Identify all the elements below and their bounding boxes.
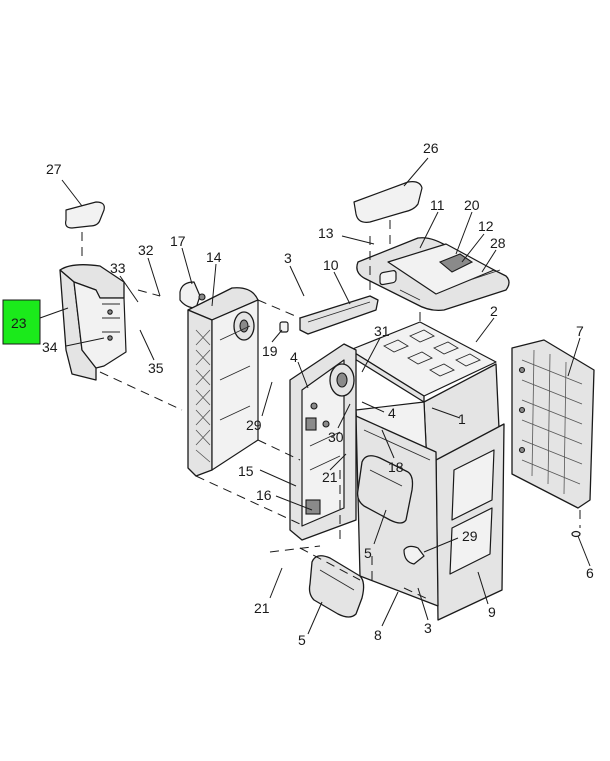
part-17-knob: [179, 281, 206, 309]
callout-27: 27: [46, 161, 62, 177]
callout-33: 33: [110, 260, 126, 276]
callout-28: 28: [490, 235, 506, 251]
callout-32: 32: [138, 242, 154, 258]
callout-16: 16: [256, 487, 272, 503]
part-23-side-cover: [59, 264, 127, 381]
callout-2: 2: [490, 303, 498, 319]
callout-7: 7: [576, 323, 584, 339]
callout-29-lower: 29: [462, 528, 478, 544]
callout-21-upper: 21: [322, 469, 338, 485]
callout-labels: 27 26 32 17 14 33 23 34 35 3 10 13 11 20…: [11, 140, 594, 648]
part-14-left-panel: [187, 287, 259, 477]
callout-29-upper: 29: [246, 417, 262, 433]
callout-23: 23: [11, 315, 27, 331]
callout-5-upper: 5: [364, 545, 372, 561]
callout-3-top: 3: [284, 250, 292, 266]
part-6-grommet: [571, 530, 581, 538]
callout-5-lower: 5: [298, 632, 306, 648]
part-4-side-assembly: [289, 343, 357, 541]
callout-30: 30: [328, 429, 344, 445]
part-26-pad: [353, 181, 423, 223]
callout-4-left: 4: [290, 349, 298, 365]
callout-15: 15: [238, 463, 254, 479]
part-5-lower-handle: [308, 555, 365, 618]
callout-3-bottom: 3: [424, 620, 432, 636]
callout-12: 12: [478, 218, 494, 234]
part-18-handle: [356, 455, 414, 524]
part-27-pad: [65, 201, 105, 229]
leader-lines: [39, 157, 591, 635]
callout-10: 10: [323, 257, 339, 273]
callout-9: 9: [488, 604, 496, 620]
callout-19: 19: [262, 343, 278, 359]
callout-34: 34: [42, 339, 58, 355]
part-19-bushing: [279, 321, 289, 333]
callout-31: 31: [374, 323, 390, 339]
callout-23-highlight-box: [2, 299, 41, 345]
callout-18: 18: [388, 459, 404, 475]
callout-20: 20: [464, 197, 480, 213]
callout-13: 13: [318, 225, 334, 241]
callout-21-lower: 21: [254, 600, 270, 616]
part-11-top-console: [356, 237, 510, 312]
callout-8: 8: [374, 627, 382, 643]
callout-26: 26: [423, 140, 439, 156]
part-29-clip: [403, 545, 425, 565]
assembly-lines: [81, 220, 581, 601]
callout-4-center: 4: [388, 405, 396, 421]
part-7-grille: [511, 339, 595, 509]
callout-35: 35: [148, 360, 164, 376]
callout-14: 14: [206, 249, 222, 265]
callout-6: 6: [586, 565, 594, 581]
callout-17: 17: [170, 233, 186, 249]
part-10-bracket: [299, 295, 379, 335]
callout-1: 1: [458, 411, 466, 427]
callout-11: 11: [430, 197, 445, 213]
